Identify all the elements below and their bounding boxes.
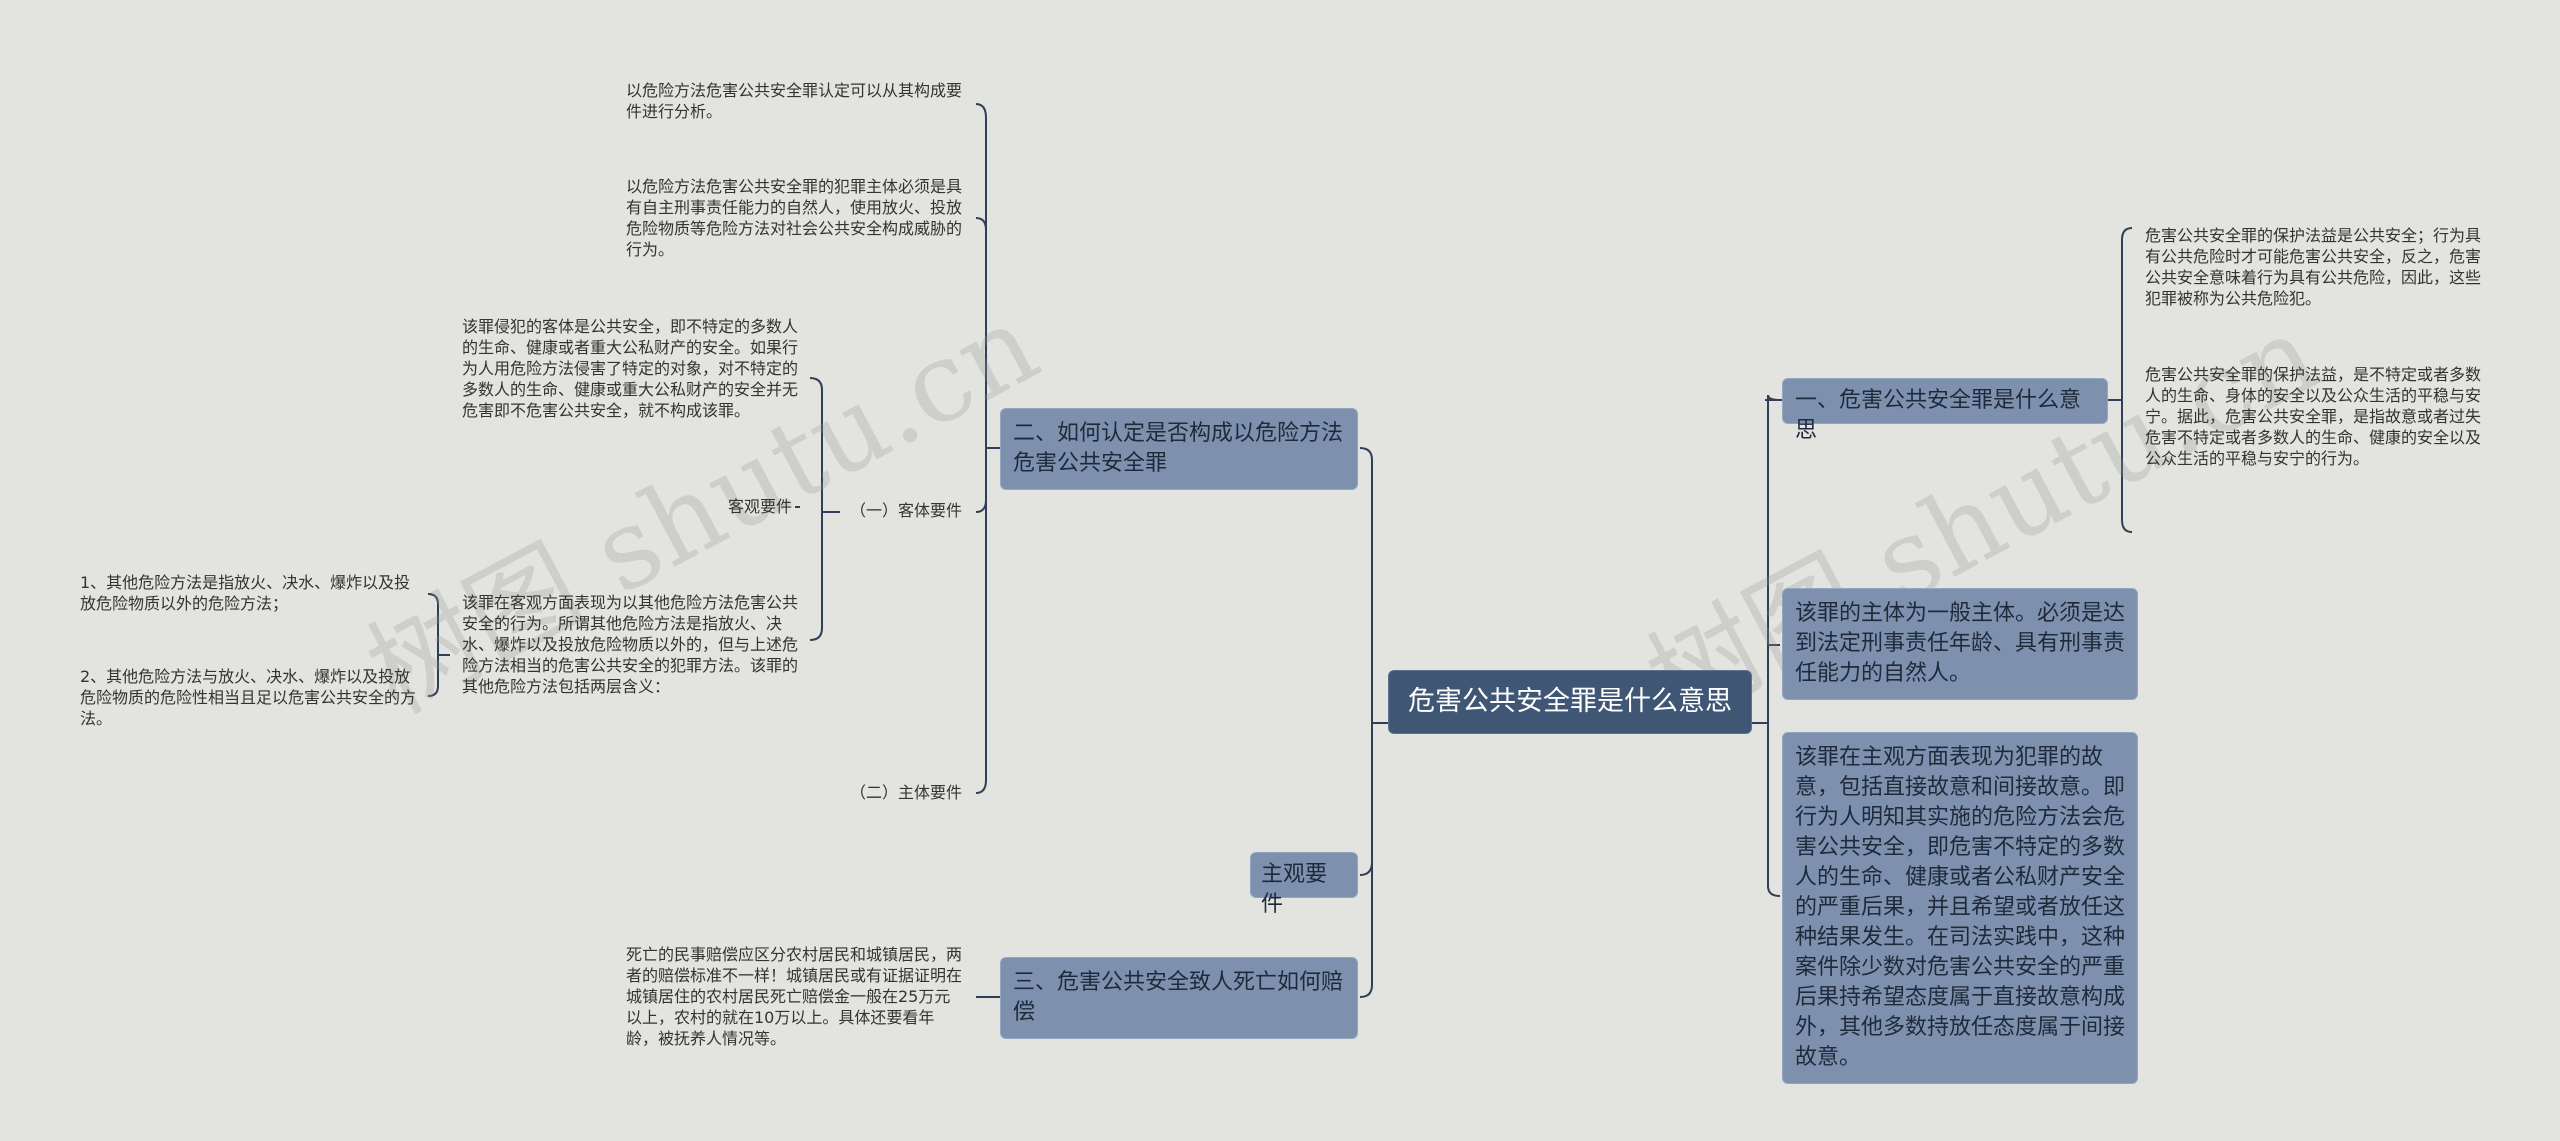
meaning-1: 1、其他危险方法是指放火、决水、爆炸以及投放危险物质以外的危险方法；: [80, 573, 411, 613]
determination-text-1: 以危险方法危害公共安全罪认定可以从其构成要件进行分析。: [626, 81, 963, 121]
root-topic[interactable]: 危害公共安全罪是什么意思: [1388, 670, 1752, 734]
root-title: 危害公共安全罪是什么意思: [1408, 686, 1732, 717]
connector-r1-items: [2108, 227, 2133, 533]
object-element-text: 该罪侵犯的客体是公共安全，即不特定的多数人的生命、健康或者重大公私财产的安全。如…: [462, 317, 799, 420]
objective-element-label[interactable]: 客观要件: [728, 497, 793, 516]
topic-determination[interactable]: 二、如何认定是否构成以危险方法危害公共安全罪: [1000, 408, 1358, 490]
topic-subjective-element-title: 主观要件: [1261, 862, 1328, 917]
topic-compensation[interactable]: 三、危害公共安全致人死亡如何赔偿: [1000, 957, 1358, 1039]
connector-object: [809, 377, 840, 641]
topic-meaning-title: 一、危害公共安全罪是什么意思: [1795, 388, 2082, 443]
topic-subject-text: 该罪的主体为一般主体。必须是达到法定刑事责任年龄、具有刑事责任能力的自然人。: [1795, 601, 2126, 686]
subject-element-label[interactable]: （二）主体要件: [850, 783, 963, 802]
topic-subjective-text: 该罪在主观方面表现为犯罪的故意，包括直接故意和间接故意。即行为人明知其实施的危险…: [1795, 745, 2126, 1070]
topic-determination-title: 二、如何认定是否构成以危险方法危害公共安全罪: [1013, 421, 1344, 476]
connector-root-right: [1752, 394, 1781, 897]
connector-root-left: [1359, 447, 1388, 998]
meaning-item-1: 危害公共安全罪的保护法益是公共安全；行为具有公共危险时才可能危害公共安全，反之，…: [2145, 226, 2482, 308]
objective-element-text: 该罪在客观方面表现为以其他危险方法危害公共安全的行为。所谓其他危险方法是指放火、…: [462, 593, 799, 696]
compensation-text: 死亡的民事赔偿应区分农村居民和城镇居民，两者的赔偿标准不一样！城镇居民或有证据证…: [626, 945, 963, 1048]
topic-meaning[interactable]: 一、危害公共安全罪是什么意思: [1782, 378, 2108, 443]
topic-compensation-title: 三、危害公共安全致人死亡如何赔偿: [1013, 970, 1344, 1025]
topic-subjective[interactable]: 该罪在主观方面表现为犯罪的故意，包括直接故意和间接故意。即行为人明知其实施的危险…: [1782, 732, 2138, 1084]
meaning-item-2: 危害公共安全罪的保护法益，是不特定或者多数人的生命、身体的安全以及公众生活的平稳…: [2145, 365, 2482, 468]
connector-l1: [975, 103, 1000, 794]
object-element-label[interactable]: （一）客体要件: [850, 501, 963, 520]
topic-subjective-element[interactable]: 主观要件: [1250, 852, 1358, 917]
determination-text-2: 以危险方法危害公共安全罪的犯罪主体必须是具有自主刑事责任能力的自然人，使用放火、…: [626, 177, 963, 259]
meaning-2: 2、其他危险方法与放火、决水、爆炸以及投放危险物质的危险性相当且足以危害公共安全…: [80, 667, 417, 728]
connector-meanings: [427, 593, 450, 697]
topic-subject[interactable]: 该罪的主体为一般主体。必须是达到法定刑事责任年龄、具有刑事责任能力的自然人。: [1782, 588, 2138, 700]
